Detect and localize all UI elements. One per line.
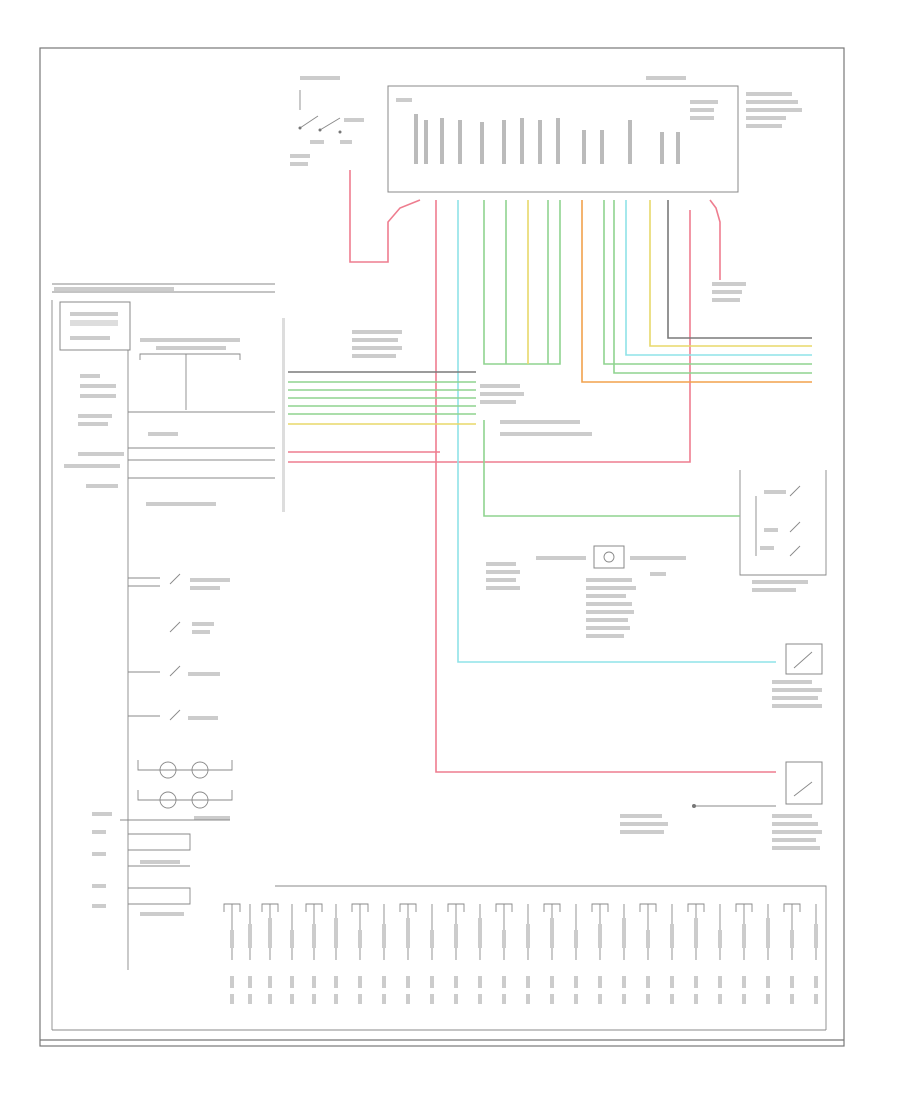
bottom-pin (399, 903, 417, 1004)
center-sensor (593, 545, 625, 569)
bottom-pin (248, 904, 252, 1004)
bottom-pin (574, 904, 578, 1004)
bottom-pin (382, 904, 386, 1004)
outer-frame (39, 47, 845, 1047)
door-switch (785, 761, 823, 805)
bottom-pin (591, 903, 609, 1004)
bottom-pins (223, 903, 818, 1004)
green-wire-r1 (603, 200, 812, 365)
green-wire-r2 (613, 200, 812, 374)
turn-signal-section (92, 812, 230, 916)
bottom-pin (735, 903, 753, 1004)
green-wire-switch (483, 420, 740, 517)
bottom-pin (223, 903, 241, 1004)
cluster-switches (128, 573, 230, 721)
bottom-pin (526, 904, 530, 1004)
bottom-pin (447, 903, 465, 1004)
bottom-pin (290, 904, 294, 1004)
bottom-pin (687, 903, 705, 1004)
bottom-pin (814, 904, 818, 1004)
bottom-pin (639, 903, 657, 1004)
top-module (300, 76, 802, 193)
bottom-pin (783, 903, 801, 1004)
red-wire-cluster (288, 210, 691, 463)
bottom-pin (261, 903, 279, 1004)
bottom-pin (495, 903, 513, 1004)
green-wire-1 (483, 200, 561, 365)
bottom-pin (543, 903, 561, 1004)
brake-switch (785, 643, 823, 675)
yellow-wire-3 (649, 200, 812, 347)
top-module-pin-labels (414, 114, 680, 164)
bottom-connector-block (52, 885, 827, 1031)
ignition-switch (290, 90, 364, 166)
bottom-pin (351, 903, 369, 1004)
bottom-pin (305, 903, 323, 1004)
cluster-module-box (59, 301, 131, 351)
top-module-box (387, 85, 739, 193)
cluster-connector (282, 318, 285, 512)
bottom-pin (718, 904, 722, 1004)
bottom-pin (478, 904, 482, 1004)
cyan-wire-brake (457, 200, 776, 663)
cyan-wire-right (625, 200, 812, 356)
right-components (352, 282, 827, 850)
bottom-pin (766, 904, 770, 1004)
red-wire-ignition (349, 170, 421, 263)
bottom-pin (622, 904, 626, 1004)
instrument-cluster (51, 283, 285, 1030)
orange-wire (581, 200, 812, 383)
bottom-pin (670, 904, 674, 1004)
colored-wires (288, 170, 812, 773)
bottom-pin (334, 904, 338, 1004)
illumination-lamps (137, 760, 233, 820)
gray-wire (667, 200, 812, 339)
red-wire-right (709, 199, 721, 280)
bottom-pin (430, 904, 434, 1004)
